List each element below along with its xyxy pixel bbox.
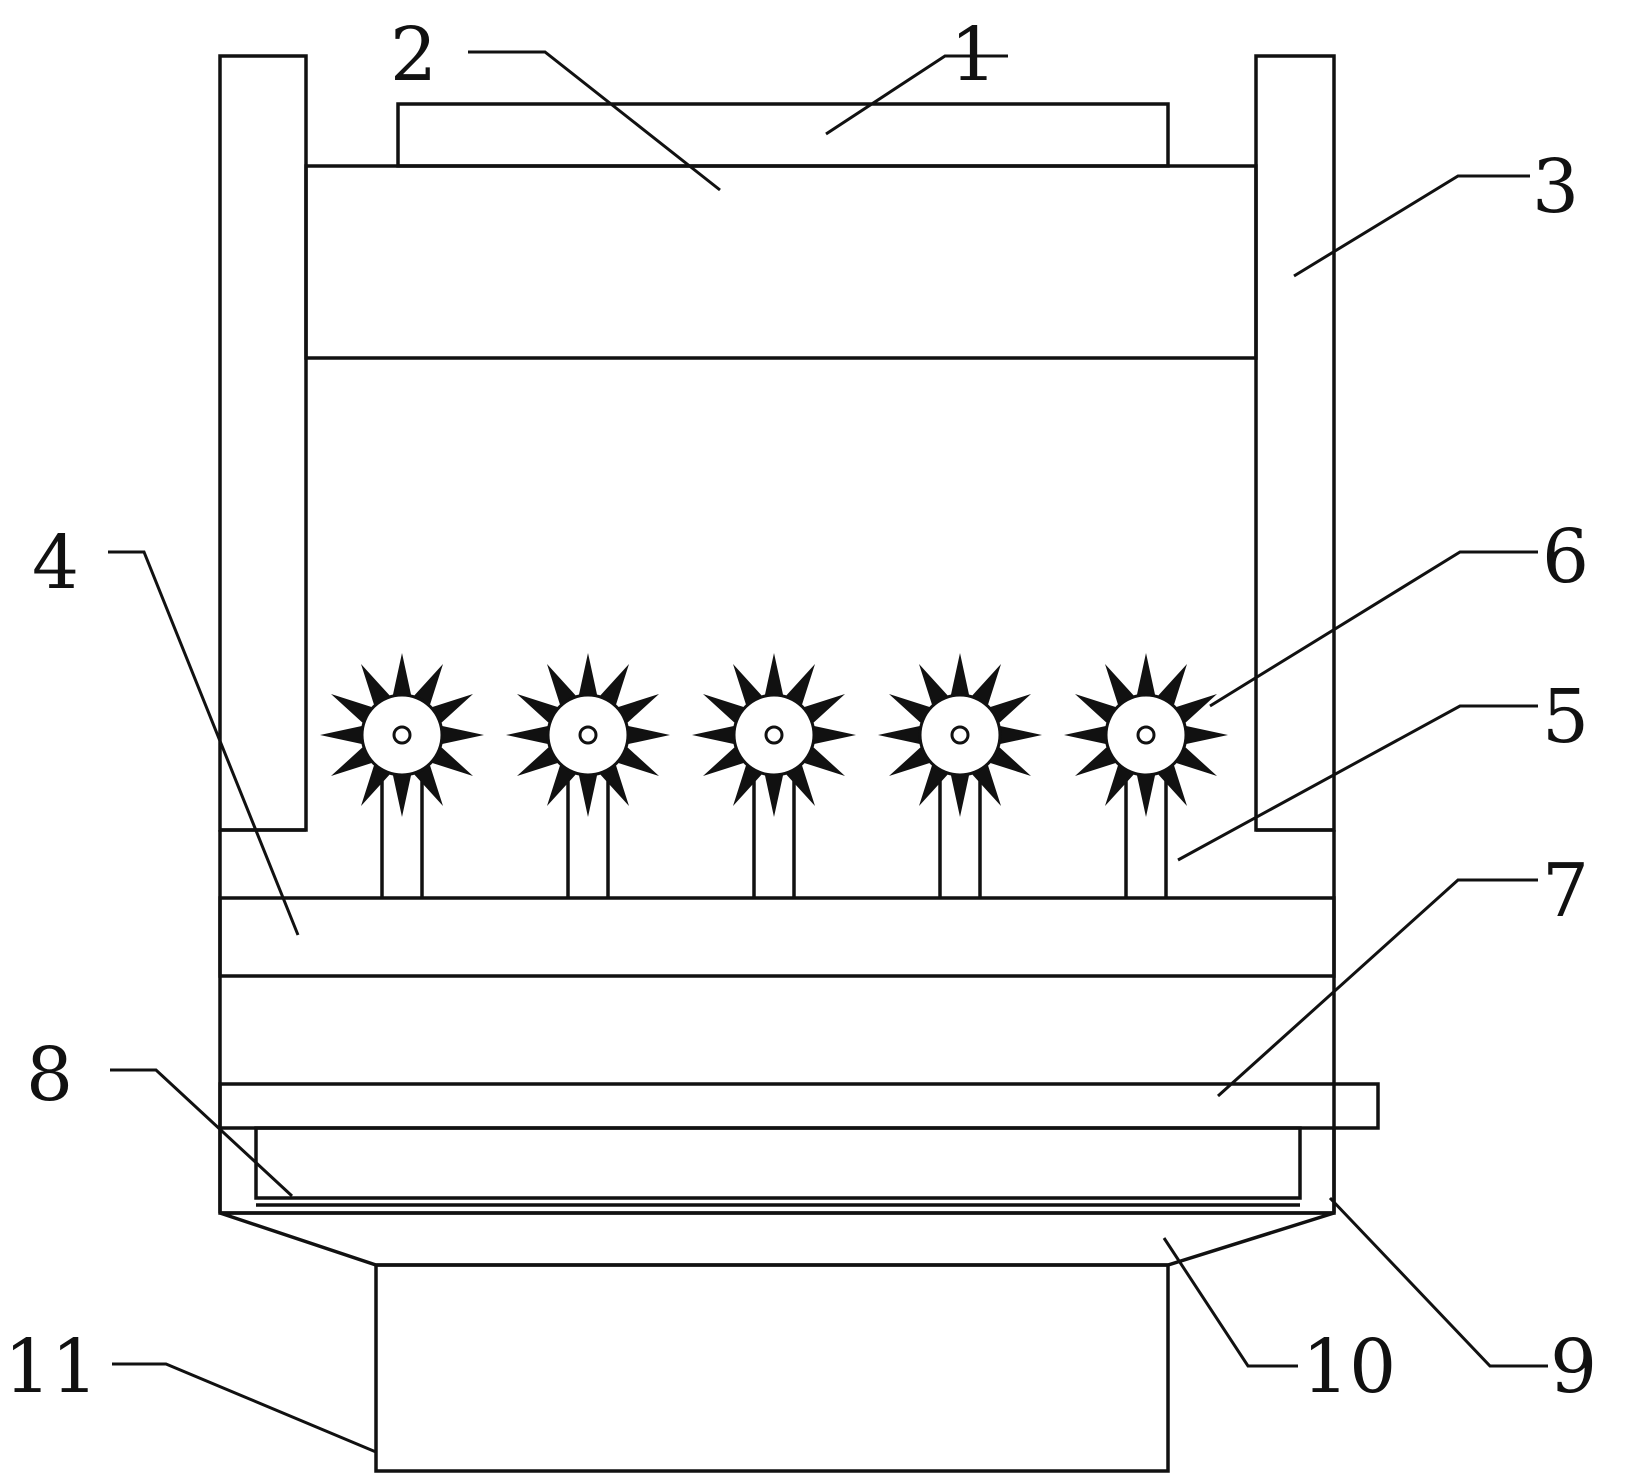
- part-6-roller: [506, 653, 670, 898]
- leader-1: [825, 54, 1008, 136]
- part-4-middle-plate: [218, 896, 1336, 978]
- callout-1: 1: [950, 12, 997, 98]
- roller-axle: [392, 725, 412, 745]
- callout-6: 6: [1542, 514, 1589, 600]
- part-1-top-box: [396, 102, 1170, 168]
- callout-5: 5: [1542, 674, 1589, 760]
- callout-11: 11: [4, 1324, 98, 1410]
- part-6-roller: [878, 653, 1042, 898]
- part-8-lower-plate: [254, 1126, 1302, 1200]
- leader-3: [1293, 174, 1530, 278]
- callout-10: 10: [1302, 1324, 1396, 1410]
- roller-axle: [578, 725, 598, 745]
- part-2-upper-plate: [304, 164, 1258, 360]
- part-11-bottom-box: [374, 1263, 1170, 1473]
- part-6-roller: [320, 653, 484, 898]
- part-7-zigzag-plate: [218, 1082, 1380, 1130]
- roller-axle: [1136, 725, 1156, 745]
- callout-8: 8: [26, 1032, 73, 1118]
- leader-10: [1162, 1237, 1298, 1368]
- housing-outline: [218, 828, 1336, 1213]
- callout-2: 2: [390, 12, 437, 98]
- leader-lines: [108, 50, 1548, 1454]
- callout-labels: 1 2 3 4 5 6 7 8 9 10 11: [4, 12, 1597, 1410]
- part-6-roller: [692, 653, 856, 898]
- leader-5: [1177, 704, 1538, 862]
- leader-11: [112, 1362, 377, 1454]
- part-9-tray: [218, 1128, 1336, 1215]
- callout-9: 9: [1550, 1324, 1597, 1410]
- part-6-roller: [1064, 653, 1228, 898]
- leader-8: [110, 1068, 294, 1198]
- callout-7: 7: [1542, 848, 1589, 934]
- part-10-hatched-funnel: [219, 1211, 1335, 1267]
- roller-axle: [950, 725, 970, 745]
- callout-4: 4: [32, 520, 79, 606]
- leader-7: [1216, 878, 1538, 1098]
- part-3-left-wall: [218, 54, 308, 832]
- callout-3: 3: [1532, 144, 1579, 230]
- roller-group: [320, 653, 1228, 898]
- leader-6: [1209, 550, 1538, 708]
- leader-2: [468, 50, 721, 192]
- leader-9: [1328, 1196, 1548, 1368]
- leader-4: [108, 550, 300, 936]
- part-3-right-wall: [1254, 54, 1336, 832]
- roller-axle: [764, 725, 784, 745]
